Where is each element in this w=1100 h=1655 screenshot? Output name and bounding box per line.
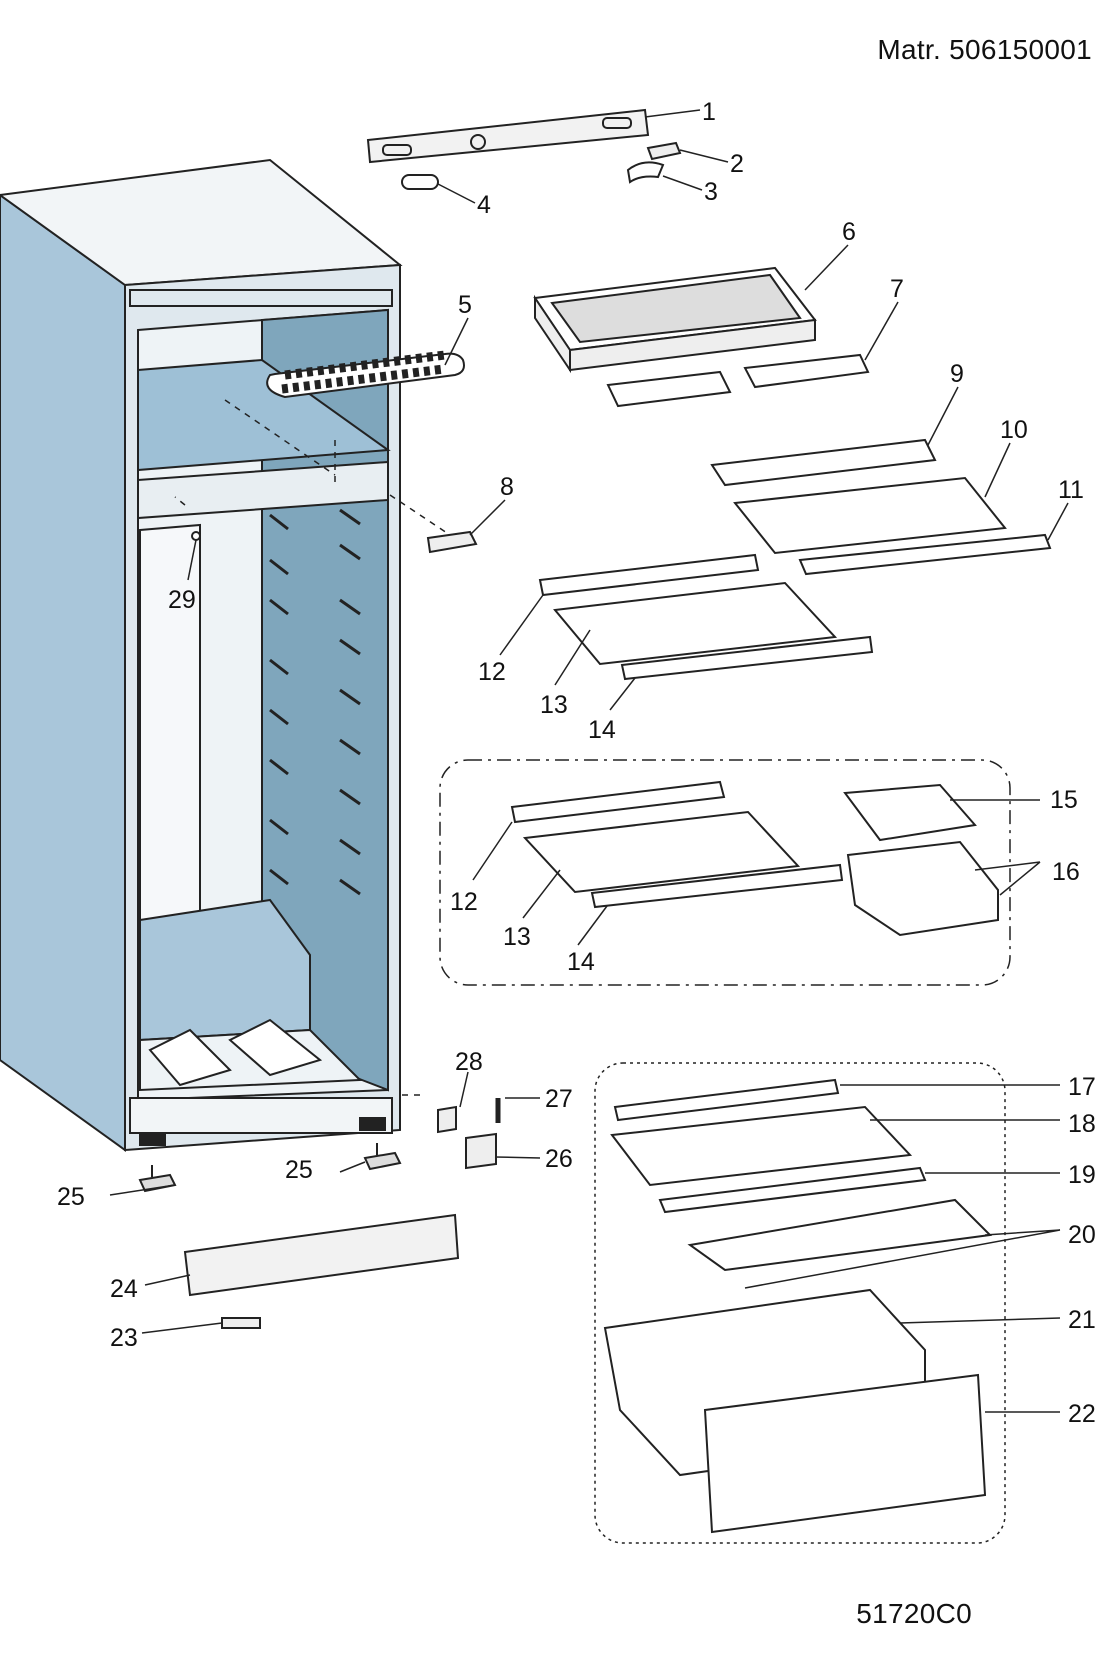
- part-2-clip: [646, 141, 682, 161]
- callout-4: 4: [477, 191, 491, 219]
- material-number: Matr. 506150001: [877, 34, 1092, 65]
- part-1-control-strip: [366, 108, 650, 164]
- part-14-shelf-trim-b: [590, 863, 844, 909]
- shelf-group-box: [439, 759, 1011, 986]
- part-23-clip: [221, 1317, 261, 1329]
- callout-15: 15: [1050, 786, 1078, 814]
- callout-19: 19: [1068, 1161, 1096, 1189]
- callout-7: 7: [890, 275, 904, 303]
- callout-22: 22: [1068, 1400, 1096, 1428]
- callout-13-lower: 13: [503, 923, 531, 951]
- callout-2: 2: [730, 150, 744, 178]
- callout-25-right: 25: [285, 1156, 313, 1184]
- part-6-freezer-tray: [533, 266, 817, 374]
- callout-26: 26: [545, 1145, 573, 1173]
- callout-29: 29: [168, 586, 196, 614]
- part-29-screw: [191, 531, 201, 541]
- part-9-shelf-frame: [710, 438, 937, 487]
- callout-20: 20: [1068, 1221, 1096, 1249]
- callout-28: 28: [455, 1048, 483, 1076]
- part-17-rail: [613, 1078, 840, 1122]
- part-14-shelf-trim-a: [620, 635, 874, 681]
- part-13-glass-shelf-b: [522, 810, 801, 894]
- callout-10: 10: [1000, 416, 1028, 444]
- assembly-guide-lines: [174, 399, 451, 1096]
- part-28-bracket: [437, 1105, 457, 1134]
- refrigerator-cabinet: [0, 158, 403, 1152]
- part-12-shelf-rail-a: [538, 553, 760, 597]
- part-3-cap: [626, 161, 665, 184]
- callout-11: 11: [1058, 476, 1084, 504]
- callout-14-lower: 14: [567, 948, 595, 976]
- part-5-grid-shelf: [266, 350, 465, 399]
- part-22-drawer-front: [703, 1373, 987, 1534]
- callout-12-lower: 12: [450, 888, 478, 916]
- callout-14-upper: 14: [588, 716, 616, 744]
- callout-6: 6: [842, 218, 856, 246]
- part-8-bracket: [426, 530, 478, 554]
- part-20-cover-frame: [687, 1198, 993, 1272]
- callout-labels: 1 2 3 4 5 6 7 9 10 11 8 12 13 14 29 12 1…: [57, 98, 1096, 1428]
- part-10-glass-shelf: [733, 476, 1007, 555]
- part-11-shelf-trim: [798, 533, 1052, 576]
- part-13-glass-shelf-a: [553, 581, 838, 666]
- callout-8: 8: [500, 473, 514, 501]
- callout-3: 3: [704, 178, 718, 206]
- part-24-plinth-grille: [183, 1213, 460, 1297]
- callout-27: 27: [545, 1085, 573, 1113]
- callout-16: 16: [1052, 858, 1080, 886]
- callout-17: 17: [1068, 1073, 1096, 1101]
- part-15-butter-lid: [843, 783, 977, 842]
- part-18-glass-cover: [610, 1105, 913, 1187]
- drawing-code: 51720C0: [856, 1598, 972, 1629]
- part-16-butter-dish: [846, 840, 999, 937]
- part-7-ice-trays: [606, 353, 870, 408]
- callout-5: 5: [458, 291, 472, 319]
- part-26-hinge: [465, 1132, 497, 1170]
- callout-24: 24: [110, 1275, 138, 1303]
- callout-23: 23: [110, 1324, 138, 1352]
- part-19-rail: [658, 1166, 927, 1214]
- callout-1: 1: [702, 98, 716, 126]
- crisper-group-box: [594, 1062, 1006, 1544]
- callout-12-upper: 12: [478, 658, 506, 686]
- callout-8-label-9: 9: [950, 360, 964, 388]
- leader-lines: [109, 109, 1069, 1413]
- callout-18: 18: [1068, 1110, 1096, 1138]
- part-25-foot-right: [363, 1143, 402, 1171]
- callout-25-left: 25: [57, 1183, 85, 1211]
- part-4-cap: [401, 174, 439, 190]
- callout-13-upper: 13: [540, 691, 568, 719]
- shelf-rails: [269, 508, 361, 896]
- part-12-shelf-rail-b: [510, 780, 726, 824]
- callout-21: 21: [1068, 1306, 1096, 1334]
